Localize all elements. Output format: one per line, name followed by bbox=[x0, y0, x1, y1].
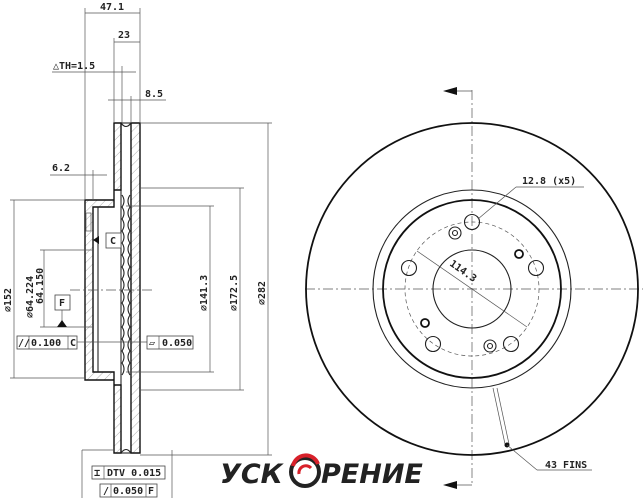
svg-text:F: F bbox=[148, 486, 154, 497]
outer-disc-edge bbox=[305, 122, 639, 456]
svg-text:УСК: УСК bbox=[220, 459, 285, 490]
center-bore bbox=[432, 249, 512, 329]
dim-8-5: 8.5 bbox=[145, 89, 163, 100]
dim-dia-141-3: ⌀141.3 bbox=[199, 275, 210, 311]
fins-section bbox=[121, 194, 131, 376]
bolt-hole-label: 12.8 (x5) bbox=[522, 176, 576, 187]
flatness-tolerance: ▱ 0.050 bbox=[93, 335, 194, 350]
svg-text://: // bbox=[18, 338, 30, 349]
dim-dia-172-5: ⌀172.5 bbox=[229, 275, 240, 311]
svg-text:DTV 0.015: DTV 0.015 bbox=[107, 468, 161, 479]
dtv-tolerance: ⌶ DTV 0.015 bbox=[91, 465, 166, 480]
svg-text:▱: ▱ bbox=[149, 338, 155, 349]
runout-tolerance: / 0.050 F bbox=[99, 483, 158, 498]
front-view: 114.3 12.8 (x5) 43 FINS bbox=[305, 87, 643, 489]
parallelism-tolerance: // 0.100 C bbox=[16, 335, 93, 350]
pcd-label: 114.3 bbox=[447, 258, 478, 284]
dim-delta-th: △TH=1.5 bbox=[53, 61, 95, 72]
svg-text:C: C bbox=[110, 236, 116, 247]
svg-text:/: / bbox=[103, 486, 109, 497]
dim-dia-282: ⌀282 bbox=[257, 281, 268, 305]
section-arrow-bottom-icon bbox=[443, 481, 457, 489]
svg-text:⌶: ⌶ bbox=[94, 468, 100, 479]
svg-text:РЕНИЕ: РЕНИЕ bbox=[321, 459, 423, 490]
dim-6-2: 6.2 bbox=[52, 163, 70, 174]
locating-holes bbox=[420, 226, 524, 353]
dim-dia-64-224: ⌀64.224 bbox=[25, 276, 36, 318]
dim-23: 23 bbox=[118, 30, 130, 41]
dimension-lines bbox=[10, 8, 272, 498]
dim-dia-152: ⌀152 bbox=[3, 288, 14, 312]
section-arrow-top-icon bbox=[443, 87, 457, 95]
dim-dia-64-150: 64.150 bbox=[35, 268, 46, 304]
datum-c: C bbox=[93, 232, 122, 249]
svg-text:C: C bbox=[70, 338, 76, 349]
datum-f: F bbox=[54, 294, 71, 327]
svg-text:0.050: 0.050 bbox=[162, 338, 192, 349]
fins-label: 43 FINS bbox=[545, 460, 587, 471]
svg-text:F: F bbox=[59, 298, 65, 309]
logo-swirl-icon bbox=[289, 453, 321, 488]
svg-text:0.100: 0.100 bbox=[31, 338, 61, 349]
dim-47-1: 47.1 bbox=[100, 2, 124, 13]
section-profile bbox=[70, 122, 155, 454]
bolt-holes bbox=[400, 213, 545, 353]
brand-logo: УСК РЕНИЕ bbox=[220, 453, 423, 490]
svg-text:0.050: 0.050 bbox=[113, 486, 143, 497]
